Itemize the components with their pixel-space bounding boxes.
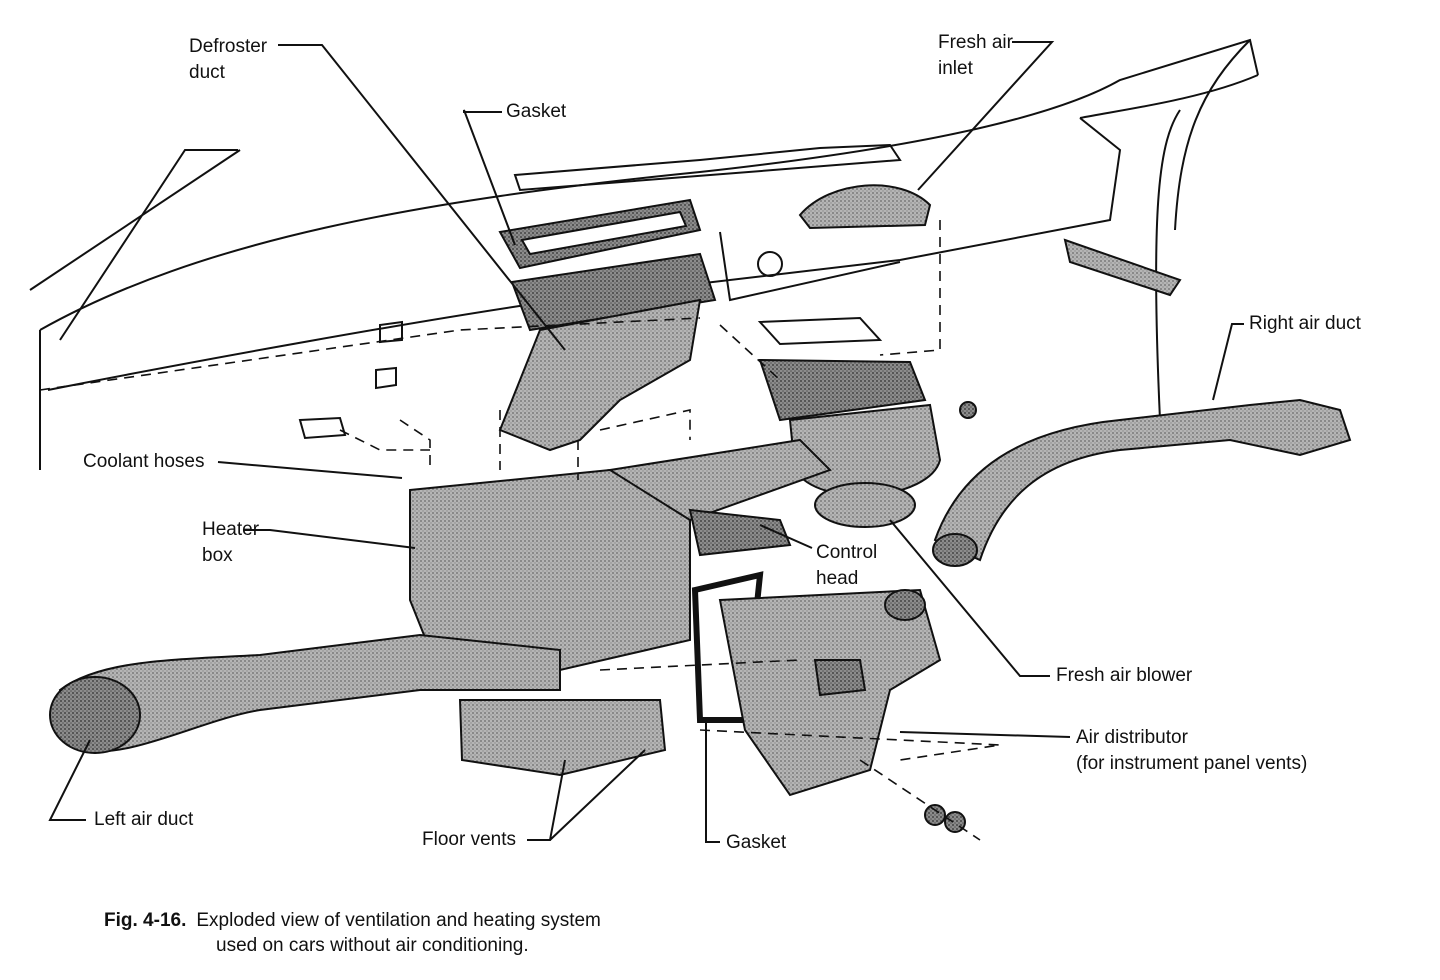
label-air-distributor-line1: Air distributor (1076, 727, 1188, 748)
defroster-duct-part (498, 198, 717, 452)
leader-gasket-bottom (705, 720, 720, 843)
label-gasket-top: Gasket (506, 101, 567, 122)
leader-control-head (759, 524, 813, 549)
leader-fresh-air-blower (889, 519, 1050, 677)
label-control-head: Control head (816, 540, 877, 592)
label-heater-box: Heater box (202, 517, 259, 569)
leader-right-air-duct (1212, 323, 1244, 401)
left-air-duct-part (49, 633, 561, 754)
label-air-distributor: Air distributor (for instrument panel ve… (1076, 725, 1307, 777)
leader-defroster-duct (278, 44, 566, 351)
label-fresh-air-inlet: Fresh air inlet (938, 30, 1013, 82)
leader-air-distributor (899, 731, 1071, 738)
label-fresh-air-blower: Fresh air blower (1056, 665, 1193, 686)
label-control-head-line2: head (816, 568, 859, 589)
label-air-distributor-line2: (for instrument panel vents) (1076, 753, 1308, 774)
figure-caption: Fig. 4-16. Exploded view of ventilation a… (104, 908, 601, 958)
label-heater-box-line1: Heater (202, 519, 260, 540)
label-right-air-duct: Right air duct (1249, 313, 1361, 334)
leader-coolant-hoses (217, 461, 403, 479)
dashboard-panel (29, 38, 1259, 470)
assembly-dashed-lines (39, 220, 1001, 841)
label-fresh-air-inlet-line1: Fresh air (938, 32, 1013, 53)
label-fresh-air-inlet-line2: inlet (938, 58, 973, 79)
label-defroster-duct-line2: duct (189, 62, 225, 83)
right-air-duct-part (932, 398, 1352, 567)
label-heater-box-line2: box (202, 545, 233, 566)
caption-line2: used on cars without air conditioning. (216, 935, 529, 956)
leader-fresh-air-inlet (917, 41, 1055, 191)
label-gasket-bottom: Gasket (726, 832, 787, 853)
leader-lines (48, 41, 1244, 843)
label-floor-vents: Floor vents (422, 829, 516, 850)
label-coolant-hoses: Coolant hoses (83, 451, 205, 472)
caption-line1: Exploded view of ventilation and heating… (196, 910, 601, 931)
air-distributor-part (691, 401, 977, 833)
figure-number: Fig. 4-16. (104, 910, 187, 931)
heater-box-part (409, 438, 832, 777)
leader-left-air-duct (48, 739, 91, 821)
fresh-air-blower-part (757, 316, 942, 528)
leader-heater-box (244, 529, 416, 549)
leader-floor-vents (527, 749, 646, 841)
label-defroster-duct: Defroster duct (189, 34, 267, 86)
label-control-head-line1: Control (816, 542, 878, 563)
leader-gasket-top (463, 109, 516, 246)
label-defroster-duct-line1: Defroster (189, 36, 268, 57)
label-left-air-duct: Left air duct (94, 809, 194, 830)
